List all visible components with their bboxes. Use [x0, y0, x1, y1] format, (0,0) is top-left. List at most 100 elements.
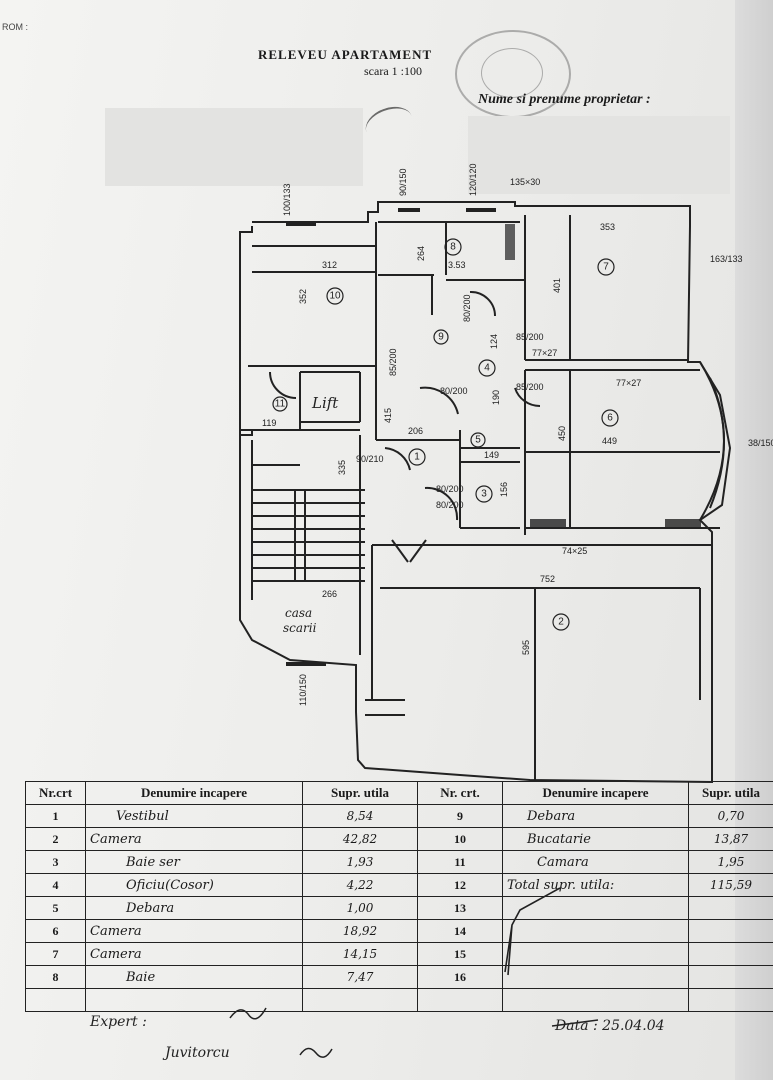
- dim-label: 415: [383, 408, 393, 423]
- row-empty-cell: [302, 988, 418, 1012]
- header-area-left: Supr. utila: [302, 781, 418, 805]
- dim-label: 335: [337, 460, 347, 475]
- dim-label: 90/150: [398, 168, 408, 196]
- dim-label: 149: [484, 450, 499, 460]
- dim-label: 450: [557, 426, 567, 441]
- room-number: 2: [558, 617, 564, 628]
- table-row: 7 Camera 14,15 15: [25, 942, 773, 966]
- dim-label: 266: [322, 589, 337, 599]
- expert-label: Expert :: [90, 1014, 147, 1030]
- room-number: 6: [607, 413, 613, 424]
- row-room-name: Oficiu(Cosor): [85, 873, 303, 897]
- lift-label: Lift: [311, 394, 339, 412]
- row-area-right: [688, 896, 773, 920]
- dim-label: 353: [600, 222, 615, 232]
- dim-label: 264: [416, 246, 426, 261]
- dim-label: 80/200: [436, 500, 464, 510]
- dim-label: 3.53: [448, 260, 466, 270]
- plan-hatches: [286, 208, 701, 666]
- dim-label: 77×27: [532, 348, 557, 358]
- row-room-name-right: [502, 942, 689, 966]
- dim-label: 124: [489, 334, 499, 349]
- dim-label: 80/200: [440, 386, 468, 396]
- row-empty-cell: [688, 988, 773, 1012]
- redacted-block-left: [105, 108, 363, 186]
- row-empty-cell: [25, 988, 86, 1012]
- dim-label: 190: [491, 390, 501, 405]
- dim-label: 120/120: [468, 163, 478, 196]
- owner-label: Nume si prenume proprietar :: [478, 92, 651, 107]
- dim-label: 85/200: [516, 382, 544, 392]
- dim-label: 312: [322, 260, 337, 270]
- dim-label: 595: [521, 640, 531, 655]
- header-name-left: Denumire incapere: [85, 781, 303, 805]
- dim-label: 156: [499, 482, 509, 497]
- stairs-label-line2: scarii: [283, 621, 317, 635]
- header-name-right: Denumire incapere: [502, 781, 689, 805]
- dim-label: 752: [540, 574, 555, 584]
- room-number: 7: [603, 262, 609, 273]
- dim-label: 449: [602, 436, 617, 446]
- row-empty-cell: [85, 988, 303, 1012]
- room-number: 3: [481, 489, 487, 500]
- room-number: 11: [275, 399, 286, 410]
- dim-label: 119: [262, 418, 276, 428]
- room-number: 10: [329, 291, 341, 302]
- row-nr-right: 11: [417, 850, 503, 874]
- row-nr: 2: [25, 827, 86, 851]
- dim-label: 77×27: [616, 378, 641, 388]
- dim-label: 85/200: [516, 332, 544, 342]
- row-area-right: 115,59: [688, 873, 773, 897]
- room-number: 9: [438, 332, 444, 343]
- table-row: 2 Camera 42,82 10 Bucatarie 13,87: [25, 827, 773, 851]
- dim-label: 74×25: [562, 546, 587, 556]
- dim-label: 90/210: [356, 454, 384, 464]
- dim-label: 38/150: [748, 438, 773, 448]
- room-circles: [272, 238, 619, 631]
- room-area-table: Nr.crt Denumire incapere Supr. utila Nr.…: [25, 781, 773, 1012]
- row-area: 4,22: [302, 873, 418, 897]
- row-area-right: 0,70: [688, 804, 773, 828]
- dim-label: 206: [408, 426, 423, 436]
- room-number: 4: [484, 363, 490, 374]
- row-room-name: Baie: [85, 965, 303, 989]
- dim-label: 401: [552, 278, 562, 293]
- scale-note: scara 1 :100: [364, 64, 422, 78]
- row-room-name: Camera: [85, 919, 303, 943]
- document-title: RELEVEU APARTAMENT: [258, 47, 433, 62]
- row-area: 7,47: [302, 965, 418, 989]
- dim-label: 80/200: [462, 294, 472, 322]
- redacted-block-right: [468, 116, 730, 194]
- row-nr: 1: [25, 804, 86, 828]
- table-header-row: Nr.crt Denumire incapere Supr. utila Nr.…: [25, 781, 773, 805]
- room-number: 5: [475, 435, 481, 446]
- room-number: 8: [450, 242, 456, 253]
- plan-walls: [239, 201, 732, 784]
- stairs-label-line1: casa: [285, 606, 312, 620]
- dim-label: 163/133: [710, 254, 743, 264]
- room-number: 1: [414, 452, 420, 463]
- row-room-name-right: Bucatarie: [502, 827, 689, 851]
- dim-label: 352: [298, 289, 308, 304]
- row-room-name-right: Camara: [502, 850, 689, 874]
- table-row: 6 Camera 18,92 14: [25, 919, 773, 943]
- row-empty-cell: [417, 988, 503, 1012]
- corner-mark: ROM :: [2, 22, 28, 32]
- dim-label: 100/133: [282, 183, 292, 216]
- dim-label: 80/200: [436, 484, 464, 494]
- row-area-right: [688, 942, 773, 966]
- dim-label: 110/150: [298, 674, 308, 706]
- row-nr-right: 10: [417, 827, 503, 851]
- row-room-name-right: [502, 919, 689, 943]
- row-room-name: Debara: [85, 896, 303, 920]
- document-date: Data : 25.04.04: [555, 1018, 665, 1034]
- dim-label: 135×30: [510, 177, 540, 187]
- table-row: 1 Vestibul 8,54 9 Debara 0,70: [25, 804, 773, 828]
- row-area: 1,93: [302, 850, 418, 874]
- table-row: [25, 988, 773, 1012]
- expert-name: Juvitorcu: [165, 1045, 230, 1061]
- row-empty-cell: [502, 988, 689, 1012]
